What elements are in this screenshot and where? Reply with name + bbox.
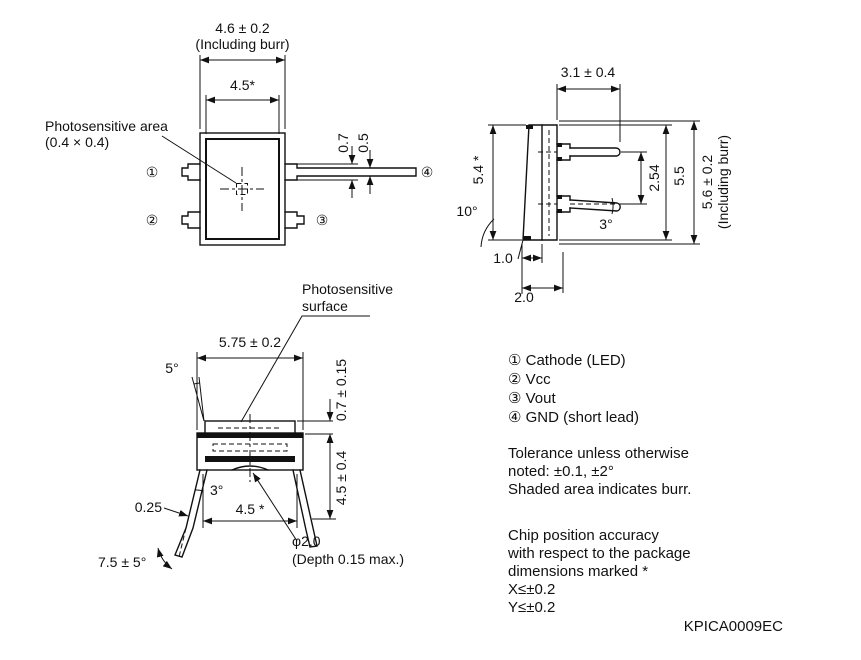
ext-lines-55 <box>559 124 672 241</box>
note-chip-4: X≤±0.2 <box>508 581 555 598</box>
side-view: 3.1 ± 0.4 5.4 * 2.54 5.5 5.6 ± 0.2 (Incl… <box>456 64 731 305</box>
ext-lines-base <box>521 244 564 294</box>
dim-lead-width-label: 0.5 <box>355 133 371 153</box>
dim-body-height-label: 5.4 * <box>470 155 486 184</box>
note-pin4: ④ GND (short lead) <box>508 409 639 426</box>
document-code: KPICA0009EC <box>684 618 783 635</box>
front-view: Photosensitive surface 5.75 ± 0.2 0.7 ± … <box>98 281 404 570</box>
angle-draft-label: 10° <box>456 203 477 219</box>
lead-angle-arc <box>611 197 614 215</box>
burr-mark <box>557 195 562 199</box>
dim-lead-pitch-label: 2.54 <box>646 164 662 191</box>
dim-width-total-label: 4.6 ± 0.2 <box>215 20 270 36</box>
ext-lines-254 <box>621 151 647 205</box>
dim-height-total-label: 5.6 ± 0.2 <box>699 155 715 210</box>
foot-angle-arc <box>156 547 173 570</box>
ext-lines-45 <box>205 95 280 134</box>
draft-angle-arc <box>480 218 495 248</box>
dim-lead-length-front-label: 4.5 ± 0.4 <box>333 451 349 506</box>
cap-angle-arc <box>193 382 201 385</box>
top-view-body-inner <box>205 138 280 240</box>
angle-leg-label: 3° <box>210 482 223 498</box>
dim-width-inner-label: 4.5* <box>230 77 255 93</box>
angle-cap-label: 5° <box>165 360 178 376</box>
dim-lead-span-label: 4.5 * <box>236 501 265 517</box>
pin3-number: ③ <box>316 212 329 228</box>
note-pin3: ③ Vout <box>508 390 556 407</box>
dim-height-55-label: 5.5 <box>671 166 687 186</box>
pin4-number: ④ <box>421 164 434 180</box>
cap-angle-lines <box>191 376 205 422</box>
notes-panel: ① Cathode (LED) ② Vcc ③ Vout ④ GND (shor… <box>507 352 783 635</box>
ext-lines-56 <box>559 120 700 245</box>
pin2-number: ② <box>146 212 159 228</box>
photosensitive-area-square <box>236 183 248 195</box>
ext-lines-575 <box>196 352 304 430</box>
pin4-lead-shape <box>284 163 417 181</box>
ext-lines-54 <box>488 124 526 241</box>
note-tolerance-3: Shaded area indicates burr. <box>508 481 691 498</box>
burr-mark <box>557 143 562 147</box>
recess-leader <box>252 472 298 542</box>
burr-mark <box>557 209 562 213</box>
note-chip-3: dimensions marked * <box>508 563 648 580</box>
note-tolerance-2: noted: ±0.1, ±2° <box>508 463 614 480</box>
ext-lines-46 <box>199 55 286 129</box>
burr-mark <box>523 236 531 240</box>
photosensitive-area-callout-2: (0.4 × 0.4) <box>45 134 109 150</box>
top-view: 4.6 ± 0.2 (Including burr) 4.5* Photosen… <box>45 20 434 246</box>
dim-lead-length-label: 3.1 ± 0.4 <box>561 64 616 80</box>
dim-base-20-label: 2.0 <box>514 289 534 305</box>
photosensitive-area-callout-1: Photosensitive area <box>45 118 168 134</box>
burr-mark <box>526 125 533 129</box>
pin1-number: ① <box>146 164 159 180</box>
recess-arc <box>231 465 269 471</box>
burr-mark <box>557 157 562 161</box>
ext-lines-07 <box>297 420 333 435</box>
dim-height-total-note: (Including burr) <box>715 135 731 229</box>
photosensitive-surface-callout-2: surface <box>302 298 348 314</box>
note-chip-2: with respect to the package <box>507 545 691 562</box>
pin2-shape <box>181 211 201 229</box>
leg-angle-arc <box>194 489 204 492</box>
note-pin2: ② Vcc <box>508 371 551 388</box>
dim-recess-label: φ2.0 <box>292 533 321 549</box>
draft-angle-ext <box>517 239 524 260</box>
dim-base-10-label: 1.0 <box>493 250 513 266</box>
dim-lead-thickness-label: 0.25 <box>135 499 162 515</box>
note-tolerance-1: Tolerance unless otherwise <box>508 445 689 462</box>
dim-lead-base-label: 0.7 <box>335 133 351 153</box>
dim-width-total-note: (Including burr) <box>195 36 289 52</box>
upper-lead <box>569 147 621 157</box>
photosensitive-surface-callout-1: Photosensitive <box>302 281 393 297</box>
photosensitive-area-leader <box>161 135 237 184</box>
side-body-outline <box>522 124 558 241</box>
note-chip-5: Y≤±0.2 <box>508 599 555 616</box>
top-view-body-outline <box>199 132 286 246</box>
pin1-shape <box>181 163 201 181</box>
foot-ref-line <box>178 527 187 558</box>
dim-front-width-label: 5.75 ± 0.2 <box>219 334 281 350</box>
pin3-shape <box>284 211 305 229</box>
dim-recess-note: (Depth 0.15 max.) <box>292 551 404 567</box>
angle-foot-label: 7.5 ± 5° <box>98 554 146 570</box>
lead-thickness-leader <box>163 507 189 517</box>
dim-cap-height-label: 0.7 ± 0.15 <box>333 359 349 421</box>
ext-lines-lead-base <box>297 163 358 181</box>
lower-lead <box>569 199 621 212</box>
photosensitive-surface-leader <box>240 315 370 423</box>
ext-lines-31 <box>556 84 621 142</box>
note-pin1: ① Cathode (LED) <box>508 352 626 369</box>
angle-lead-label: 3° <box>599 216 612 232</box>
side-lead-dashed-stubs <box>538 151 557 205</box>
note-chip-1: Chip position accuracy <box>508 527 659 544</box>
